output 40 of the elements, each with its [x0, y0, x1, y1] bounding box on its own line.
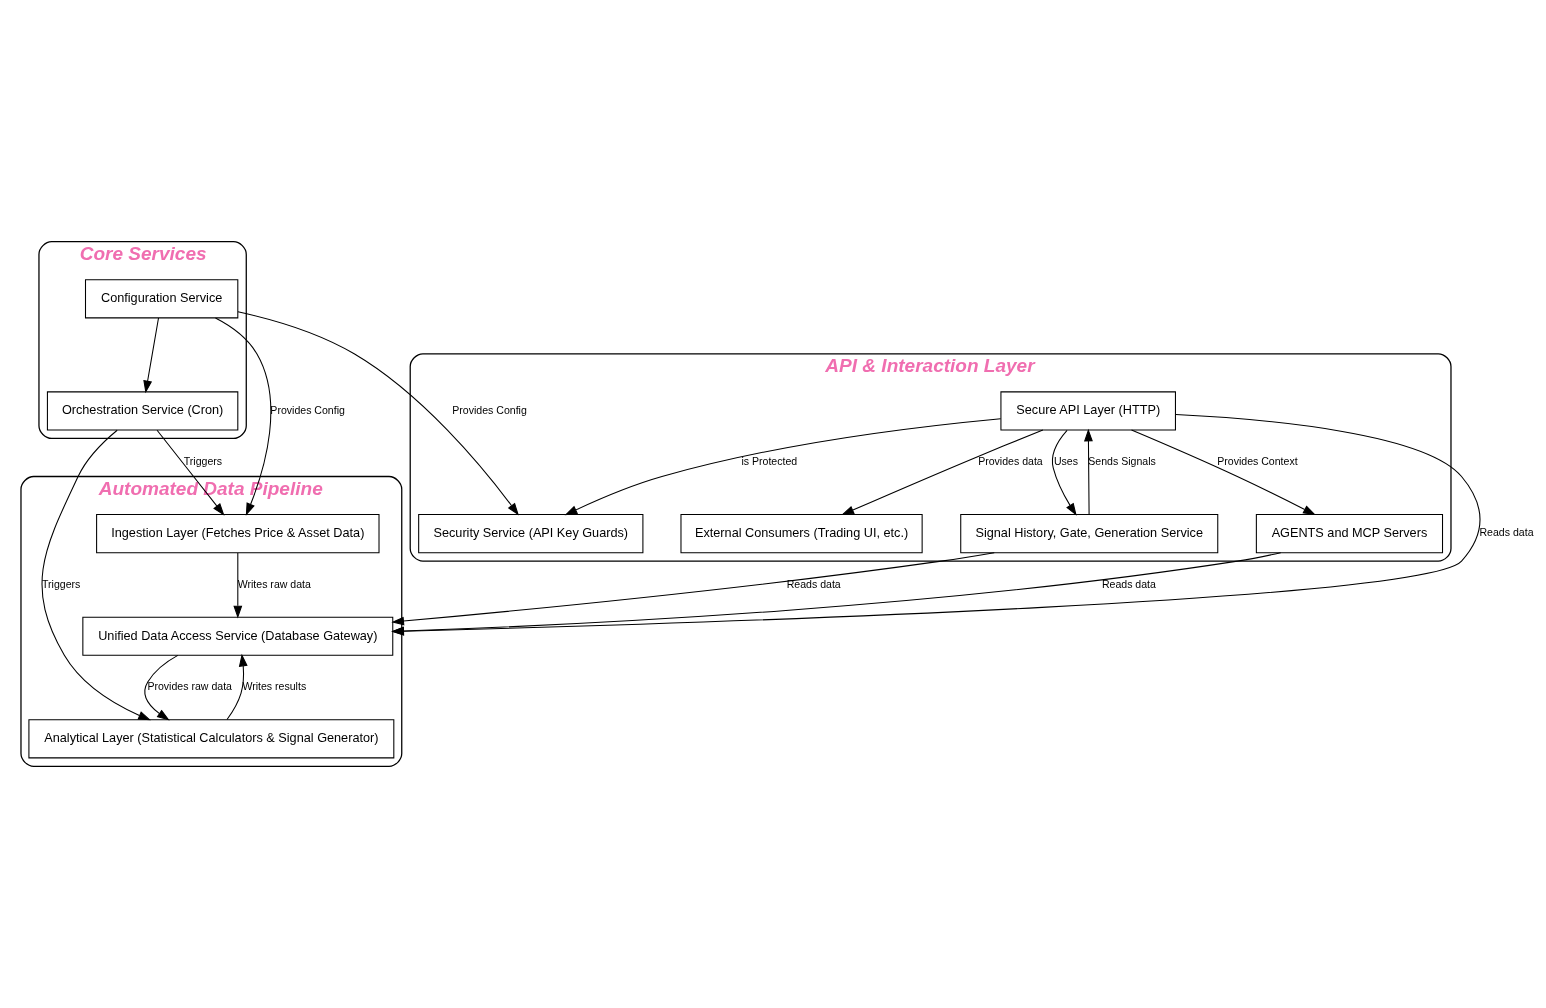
- edge-label: Triggers: [41, 577, 81, 590]
- edge-label: Provides Config: [270, 403, 345, 416]
- node-box: Configuration Service: [84, 279, 239, 319]
- arrow: [41, 429, 151, 721]
- node-box: Unified Data Access Service (Database Gateway): [82, 616, 394, 656]
- node-box: Security Service (API Key Guards): [418, 514, 644, 554]
- arrow: [841, 429, 1044, 516]
- node-box: Analytical Layer (Statistical Calculators & Signal Generator): [28, 719, 395, 759]
- edge-label: Writes results: [242, 680, 307, 693]
- node-box: External Consumers (Trading UI, etc.): [680, 514, 923, 554]
- edge-label: Reads data: [1101, 577, 1156, 590]
- node-box: AGENTS and MCP Servers: [1255, 514, 1444, 554]
- node-box: Ingestion Layer (Fetches Price & Asset Data): [96, 514, 380, 554]
- node-box: Secure API Layer (HTTP): [1000, 391, 1176, 431]
- arrow: [391, 414, 1481, 636]
- arrow: [226, 653, 248, 721]
- edge-label: Triggers: [183, 454, 223, 467]
- arrow: [144, 654, 179, 721]
- arrow: [156, 429, 225, 516]
- arrow: [391, 552, 995, 626]
- node-box: Signal History, Gate, Generation Service: [960, 514, 1219, 554]
- edge-label: Provides raw data: [147, 680, 232, 693]
- arrow: [143, 317, 160, 394]
- edge-label: Provides Context: [1217, 454, 1298, 467]
- node-box: Orchestration Service (Cron): [46, 391, 239, 431]
- edge-label: Reads data: [1479, 526, 1534, 539]
- edge-label: Uses: [1053, 454, 1079, 467]
- arrow: [233, 552, 243, 619]
- arrow: [1084, 428, 1093, 515]
- edge-label: Provides data: [978, 454, 1043, 467]
- arrow: [237, 311, 519, 516]
- edge-label: is Protected: [741, 454, 798, 467]
- arrow: [1051, 429, 1077, 516]
- arrow: [214, 317, 272, 516]
- arrow: [564, 418, 1002, 516]
- edge-label: Provides Config: [452, 403, 527, 416]
- arrow: [1131, 429, 1316, 516]
- edge-label: Reads data: [786, 577, 841, 590]
- edge-label: Sends Signals: [1088, 454, 1156, 467]
- edge-label: Writes raw data: [237, 577, 311, 590]
